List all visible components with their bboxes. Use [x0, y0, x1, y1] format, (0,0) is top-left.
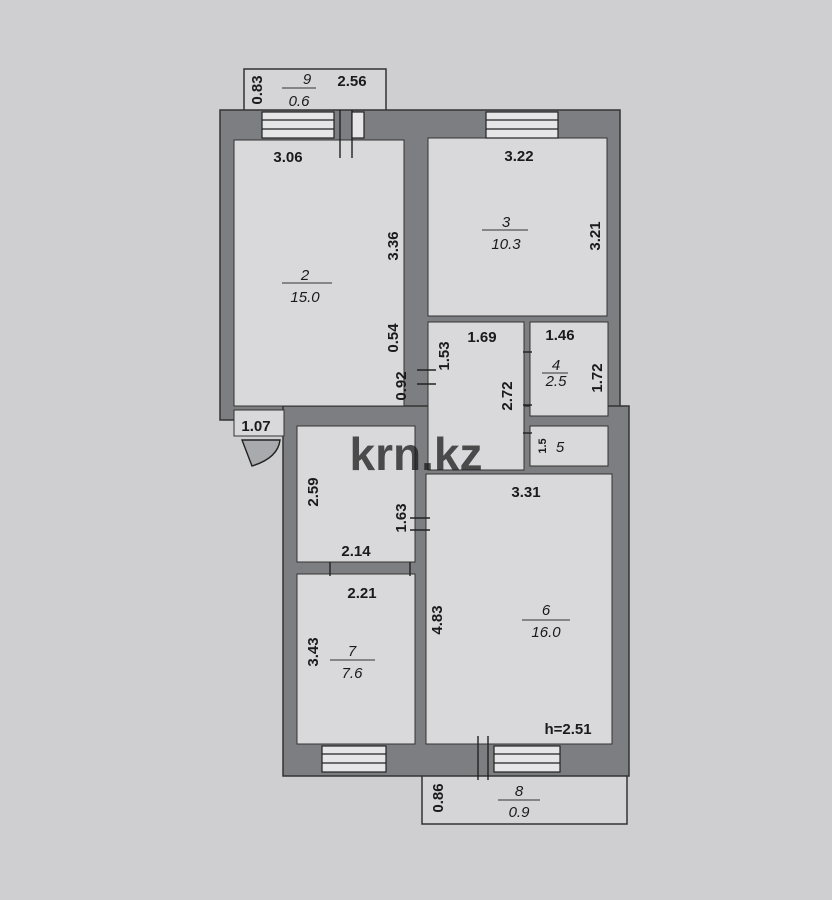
room-6-floor [425, 473, 613, 745]
dim-2-72: 2.72 [499, 381, 516, 410]
balcony-9-outline [243, 68, 387, 112]
dimension-labels: 0.83 2.56 3.06 3.22 3.36 3.21 0.54 0.92 … [241, 73, 606, 813]
window-room3 [485, 111, 559, 139]
dim-3-43: 3.43 [305, 637, 322, 666]
dim-1-72: 1.72 [589, 363, 606, 392]
dim-1-5: 1.5 [537, 438, 549, 453]
room-2-floor [233, 139, 405, 407]
dim-2-59: 2.59 [305, 477, 322, 506]
window-room6 [493, 745, 561, 773]
room-2-number: 2 [300, 267, 310, 284]
room-4-area: 2.5 [545, 373, 568, 390]
room-7-area: 7.6 [342, 665, 364, 682]
dim-2-56: 2.56 [337, 73, 366, 90]
dim-0-86: 0.86 [430, 783, 447, 812]
room-1-floor [296, 425, 416, 563]
room-labels: 2 15.0 3 10.3 4 2.5 5 6 16.0 7 7.6 8 0.9… [289, 71, 568, 821]
room-6-number: 6 [542, 602, 551, 619]
room-5-number: 5 [556, 439, 565, 456]
room-3-number: 3 [502, 214, 511, 231]
room-4-number: 4 [552, 357, 560, 374]
door-openings [240, 110, 532, 780]
dim-3-36: 3.36 [385, 231, 402, 260]
dim-3-21: 3.21 [587, 221, 604, 250]
corridor-floor [427, 321, 525, 471]
room-2-area: 15.0 [290, 289, 320, 306]
window-room7 [321, 745, 387, 773]
room-6-area: 16.0 [531, 624, 561, 641]
room-8-number: 8 [515, 783, 524, 800]
window-room2 [261, 111, 335, 139]
dim-1-69: 1.69 [467, 329, 496, 346]
dim-0-54: 0.54 [385, 323, 402, 353]
area-underlines [282, 87, 570, 801]
dim-1-53: 1.53 [436, 341, 453, 370]
room-7-floor [296, 573, 416, 745]
dim-1-46: 1.46 [545, 327, 574, 344]
dim-0-83: 0.83 [249, 75, 266, 104]
room-7-number: 7 [348, 643, 357, 660]
windows [261, 111, 561, 773]
dim-3-22: 3.22 [504, 148, 533, 165]
dim-1-63: 1.63 [393, 503, 410, 532]
room-3-area: 10.3 [491, 236, 521, 253]
room-5-floor [529, 425, 609, 467]
entry-door-swing [240, 439, 281, 467]
dim-3-31: 3.31 [511, 484, 540, 501]
ceiling-height: h=2.51 [544, 721, 591, 738]
dim-1-07: 1.07 [241, 418, 270, 435]
room-4-floor [529, 321, 609, 417]
entry-floor [233, 409, 285, 437]
dim-4-83: 4.83 [429, 605, 446, 634]
dim-2-14: 2.14 [341, 543, 371, 560]
watermark: krn.kz [350, 428, 483, 480]
dim-2-21: 2.21 [347, 585, 376, 602]
room-3-floor [427, 137, 608, 317]
room-9-number: 9 [303, 71, 312, 88]
room-interiors [233, 137, 613, 745]
window-room2b [351, 111, 365, 139]
room-8-area: 0.9 [509, 804, 531, 821]
room-9-area: 0.6 [289, 93, 311, 110]
dim-3-06: 3.06 [273, 149, 302, 166]
dim-0-92: 0.92 [393, 371, 410, 400]
